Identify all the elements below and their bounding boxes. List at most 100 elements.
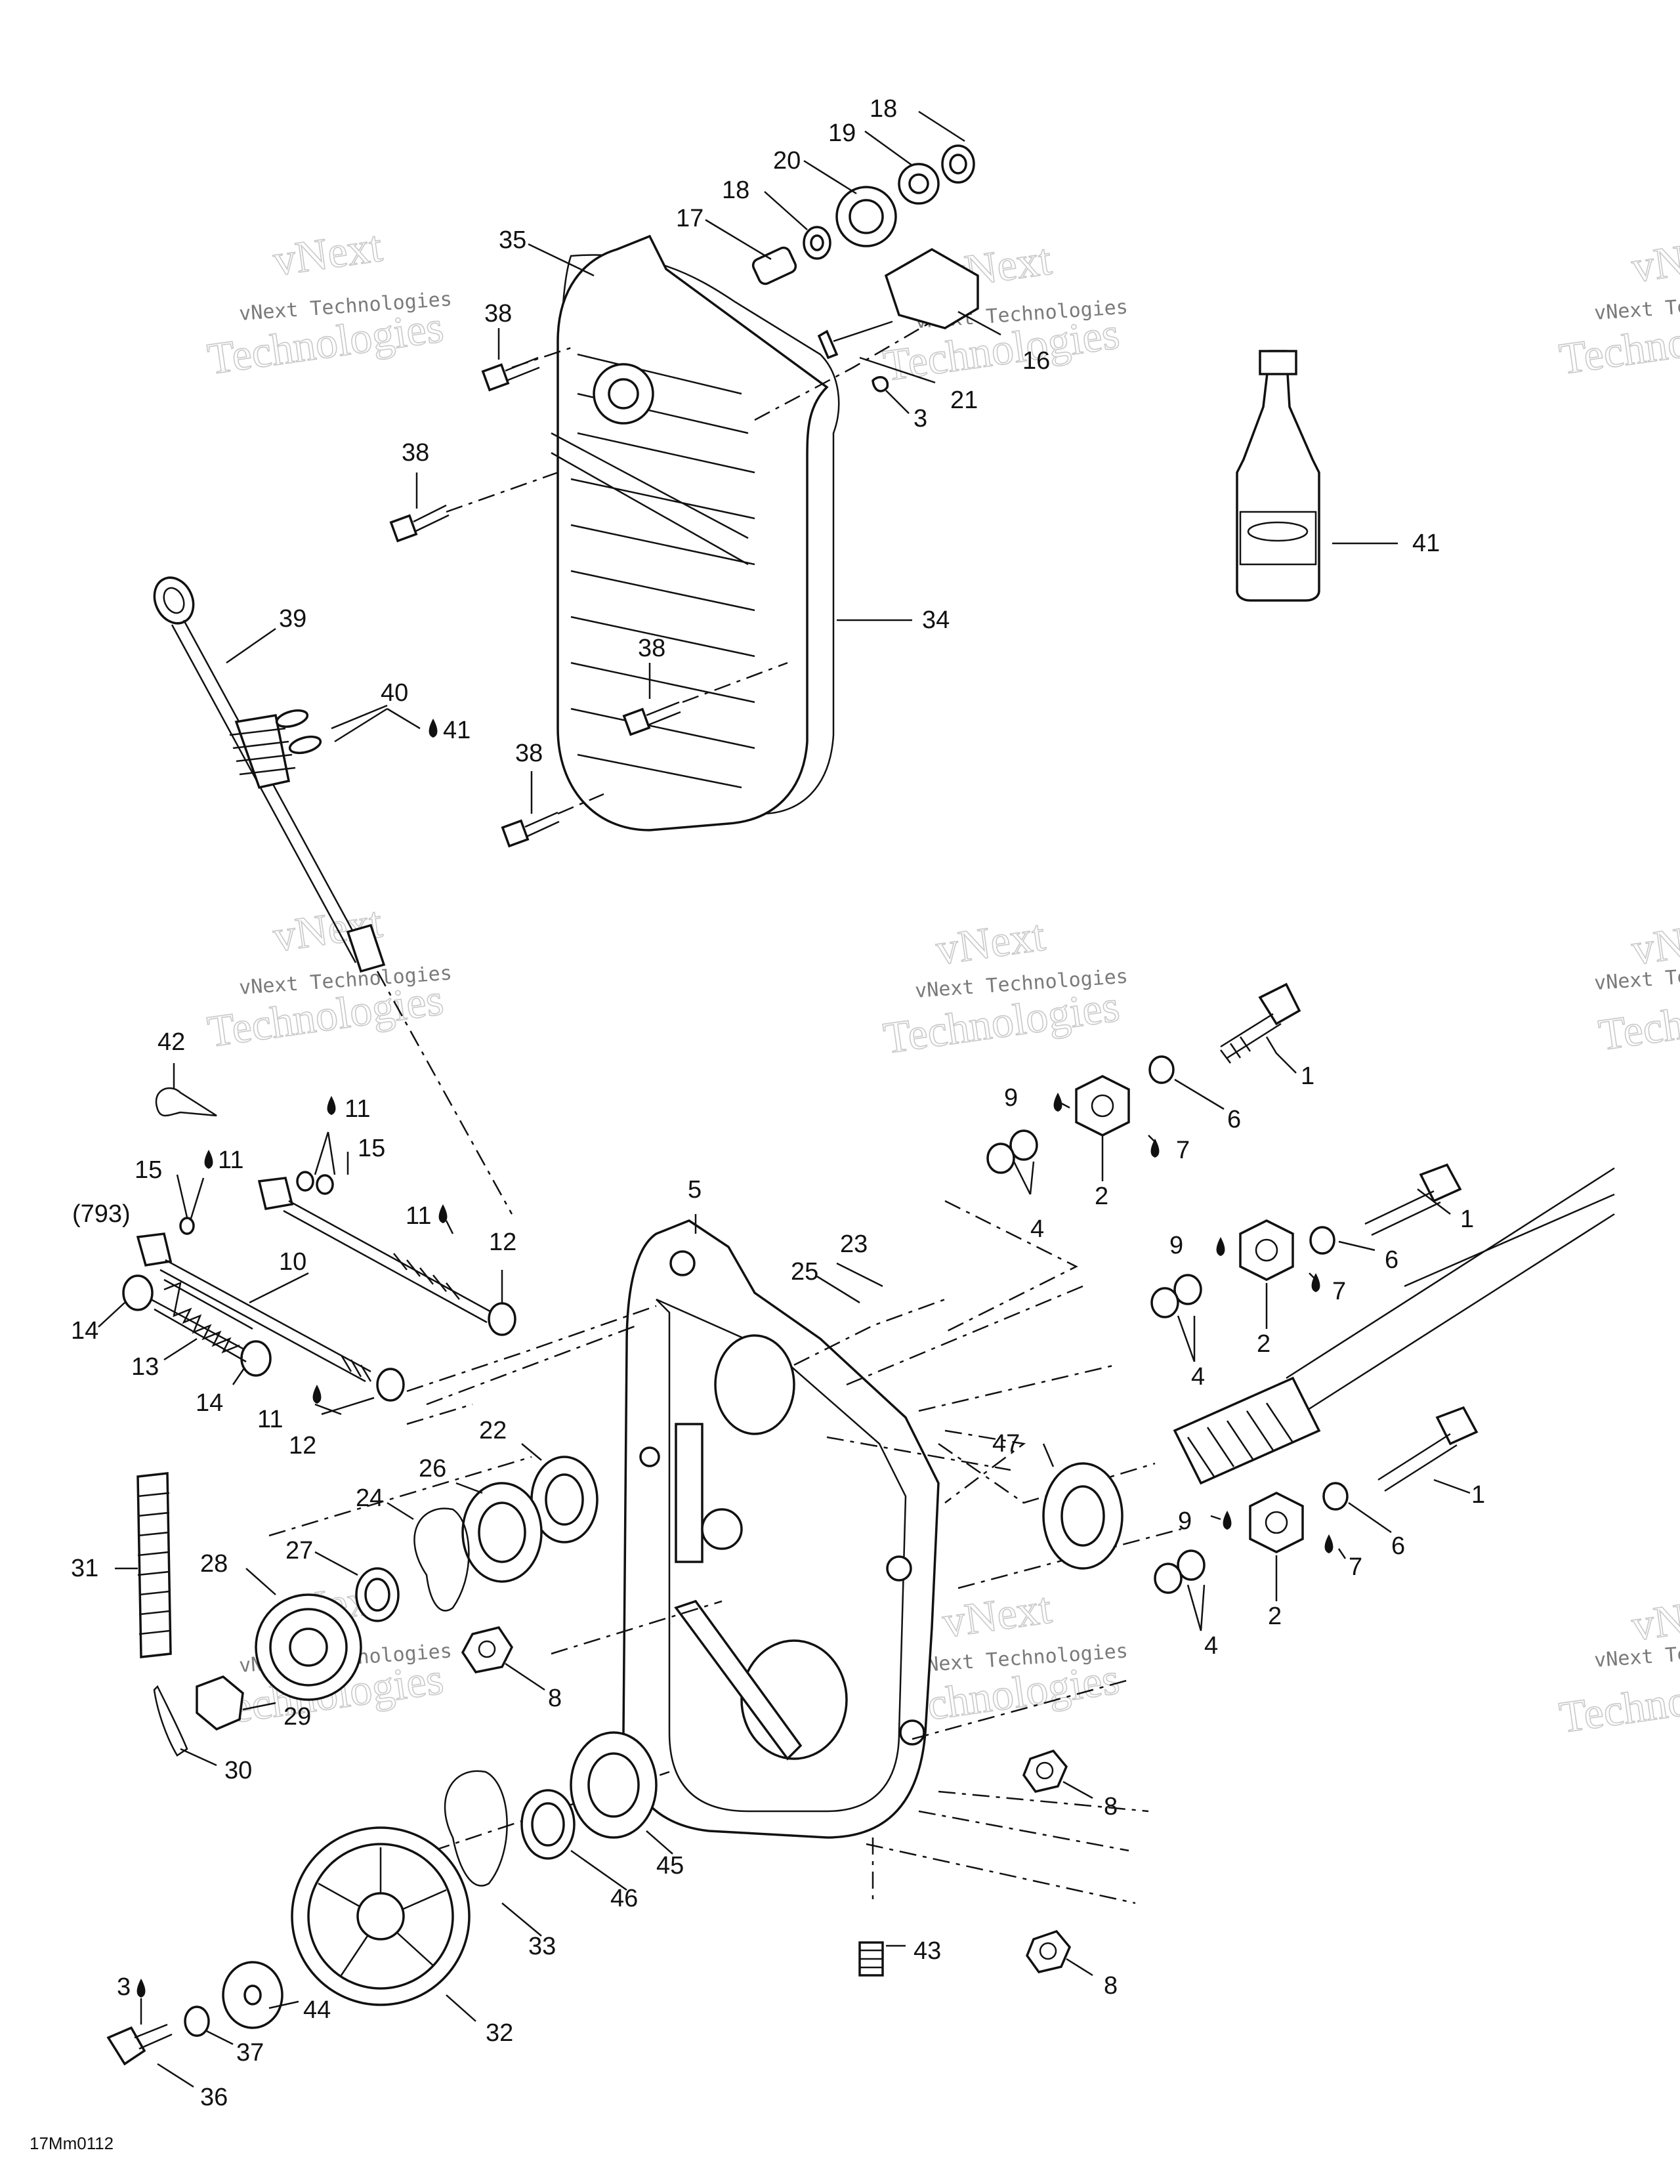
bolt-38-lower [622, 701, 681, 736]
callout-8: 8 [548, 1685, 562, 1712]
bolt-axis-line [446, 471, 558, 513]
watermark-small-text: vNext Technologies [1593, 287, 1680, 325]
washer-6 [1322, 1482, 1349, 1511]
callout-12: 12 [489, 1228, 516, 1256]
drive-axle [1173, 1167, 1615, 1485]
dipstick-tip [346, 923, 386, 973]
nut-2 [1075, 1075, 1130, 1137]
lubricant-drop-11 [312, 1385, 322, 1404]
lubricant-drop-icon [429, 719, 438, 738]
o-ring-15 [296, 1171, 314, 1192]
bolt-set-upper [986, 982, 1301, 1174]
washer-12-lower [376, 1368, 405, 1402]
callout-3: 3 [914, 405, 927, 432]
loctite-drop-9 [1053, 1093, 1062, 1112]
dipstick-39 [153, 576, 513, 1215]
bolt-axis-line [557, 793, 604, 815]
axle-splined-end [1173, 1376, 1321, 1485]
callout-40: 40 [381, 679, 408, 707]
callout-12: 12 [289, 1432, 316, 1460]
bolt-38-bottom [501, 811, 560, 848]
watermark-large-text: vNext [1629, 910, 1680, 974]
figure-code: 17Mm0112 [30, 2133, 114, 2153]
washer-4 [1154, 1563, 1183, 1594]
bolt-axis-line [511, 346, 572, 369]
callout-27: 27 [285, 1537, 313, 1564]
watermark-mid-right: vNext Technologies vNext Technologies [1593, 910, 1680, 1060]
callout-4: 4 [1204, 1632, 1218, 1660]
bolt-1-shank [1364, 1190, 1441, 1236]
callout-15: 15 [135, 1156, 162, 1184]
flange-nut-8-upper [461, 1626, 514, 1673]
watermark-large-text: vNext [933, 910, 1048, 974]
bolt-11-head [257, 1177, 294, 1211]
spacer-17 [751, 246, 797, 285]
assembly-axis-lines [268, 1200, 1182, 1904]
callout-6: 6 [1227, 1106, 1241, 1133]
callout-38: 38 [638, 635, 665, 662]
cover-ribs [551, 353, 755, 789]
flange-nut-8-lower [1026, 1929, 1072, 1973]
callout-16: 16 [1022, 347, 1050, 375]
nut-2 [1249, 1492, 1304, 1553]
callout-44: 44 [303, 1996, 331, 2024]
callout-8: 8 [1104, 1793, 1118, 1820]
callout-9: 9 [1169, 1232, 1183, 1259]
loctite-drop-9 [1223, 1511, 1232, 1530]
callout-4: 4 [1191, 1363, 1205, 1391]
lubricant-drop-11 [204, 1150, 213, 1169]
tensioner-slot [675, 1423, 704, 1563]
bolt-1-shank [1220, 1013, 1282, 1059]
callout-38: 38 [515, 740, 543, 767]
bottle-cap [1259, 350, 1297, 375]
callout-2: 2 [1257, 1330, 1270, 1358]
callout-24: 24 [356, 1484, 383, 1512]
long-bolt-shank [283, 1200, 493, 1324]
callout-7: 7 [1332, 1278, 1346, 1305]
chaincase-body [622, 1219, 940, 1839]
watermark-mid-left: vNext Technologies vNext Technologies [204, 896, 453, 1057]
callout-18: 18 [870, 95, 897, 123]
washer-14-right [240, 1340, 272, 1377]
oil-seal-47 [1042, 1462, 1124, 1570]
bottle-label [1239, 511, 1317, 566]
loctite-drop-7 [1150, 1139, 1160, 1158]
lubricant-drop-11 [438, 1204, 448, 1223]
bolt-38-top [481, 356, 540, 392]
callout-19: 19 [828, 119, 856, 147]
tensioner-bracket-16 [884, 247, 979, 329]
washer-4 [986, 1143, 1015, 1174]
watermark-large-text: vNext [1629, 227, 1680, 291]
bolt-38-mid [389, 504, 450, 543]
callout-11: 11 [218, 1146, 243, 1174]
watermark-low-right: vNext Technologies vNext Technologies [1556, 1586, 1680, 1743]
loctite-drop-3 [136, 1979, 146, 1998]
bearing-axis-line [754, 320, 933, 421]
bolt-10-shank [159, 1259, 371, 1383]
callout-15: 15 [358, 1135, 385, 1162]
callout-11: 11 [406, 1202, 431, 1230]
callout-13: 13 [131, 1353, 159, 1381]
chain-31 [136, 1472, 172, 1658]
callout-37: 37 [236, 2039, 264, 2067]
washer-6 [1309, 1226, 1335, 1255]
callout-31: 31 [71, 1555, 98, 1582]
callout-8: 8 [1104, 1972, 1118, 2000]
callout-41: 41 [1412, 530, 1440, 557]
circlip-24 [413, 1507, 470, 1612]
circlip-33 [444, 1770, 508, 1887]
bolt-set-lower [1154, 1406, 1479, 1594]
o-ring-15 [316, 1174, 334, 1195]
callout-42: 42 [158, 1028, 185, 1056]
housing-mount-hole [886, 1555, 912, 1582]
callout-35: 35 [499, 226, 526, 254]
callout-26: 26 [419, 1455, 446, 1482]
callout-20: 20 [773, 147, 801, 175]
bolt-36-shank [134, 2023, 173, 2050]
callout-7: 7 [1349, 1553, 1362, 1581]
callout-6: 6 [1391, 1532, 1405, 1560]
callout-2: 2 [1095, 1183, 1108, 1210]
callout-21: 21 [950, 387, 978, 414]
callout-47: 47 [992, 1430, 1020, 1458]
